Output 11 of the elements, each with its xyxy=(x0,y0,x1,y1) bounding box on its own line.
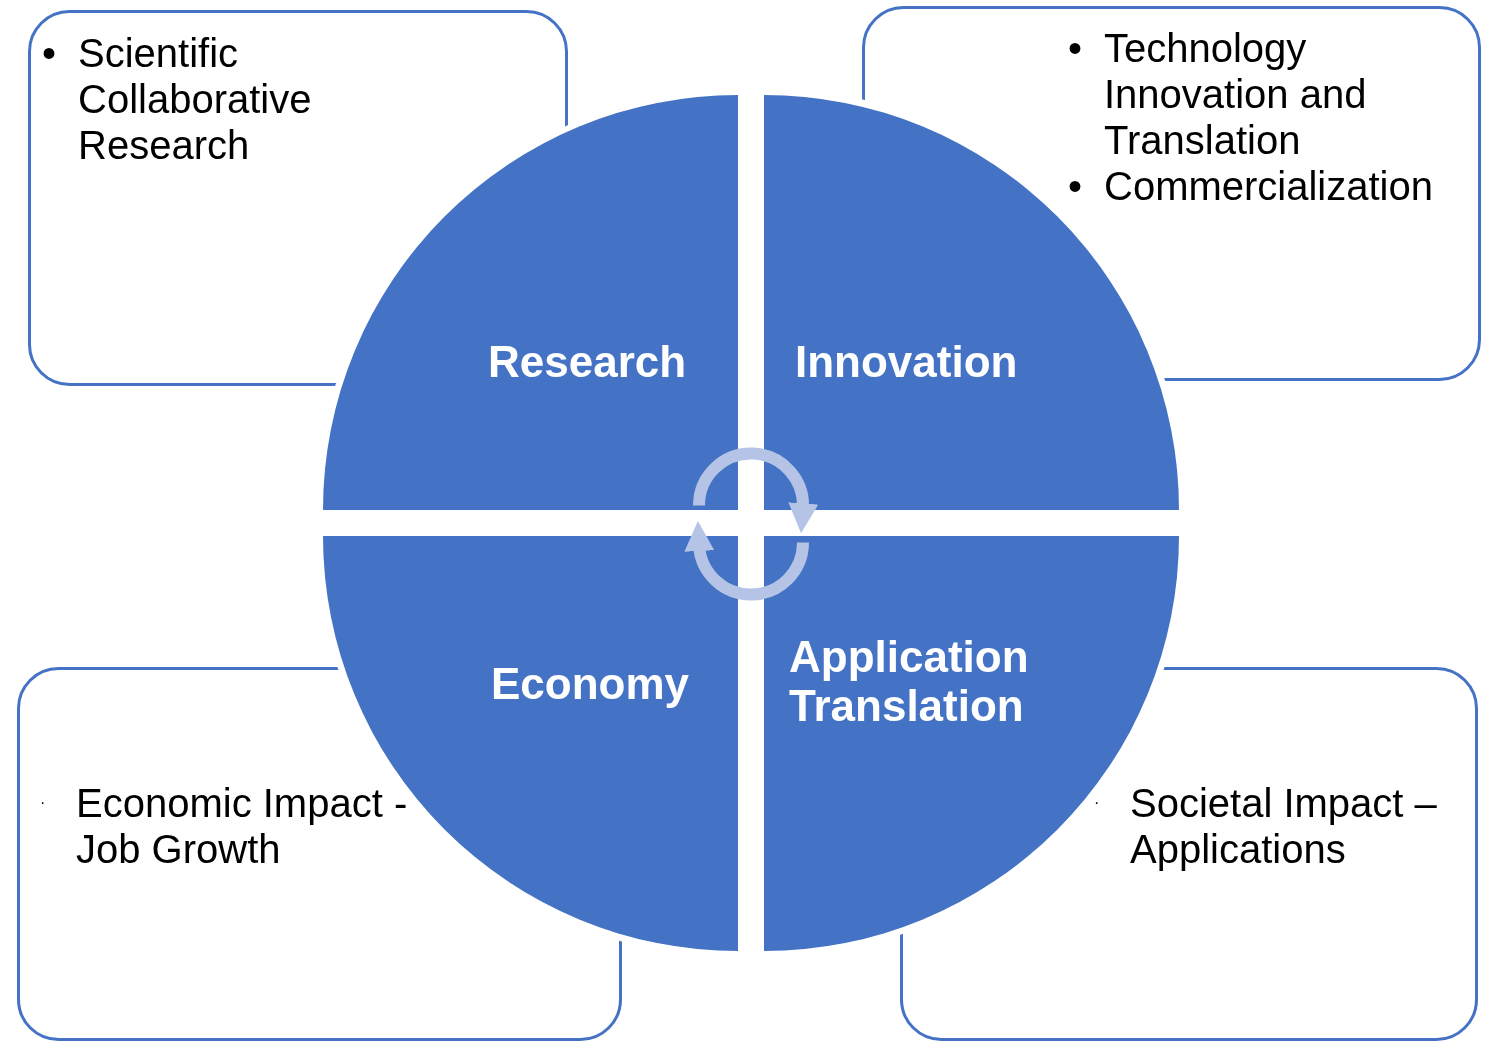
quadrant-label: Economy xyxy=(491,659,691,708)
bullet-item: • Scientific Collaborative Research xyxy=(42,30,313,168)
cycle-arrow xyxy=(684,521,809,601)
bullet-item: • Commercialization xyxy=(1068,163,1434,209)
bullet-item: · Societal Impact – Applications xyxy=(1094,780,1438,872)
bullet-item: • Technology Innovation and Translation xyxy=(1068,25,1368,163)
quadrant-label: Innovation xyxy=(795,337,1019,386)
quadrant-label: Research xyxy=(488,337,688,386)
cycle-arrow xyxy=(693,447,818,534)
quadrant-label: Application Translation xyxy=(789,632,1030,730)
bullet-item: · Economic Impact - Job Growth xyxy=(40,780,409,872)
